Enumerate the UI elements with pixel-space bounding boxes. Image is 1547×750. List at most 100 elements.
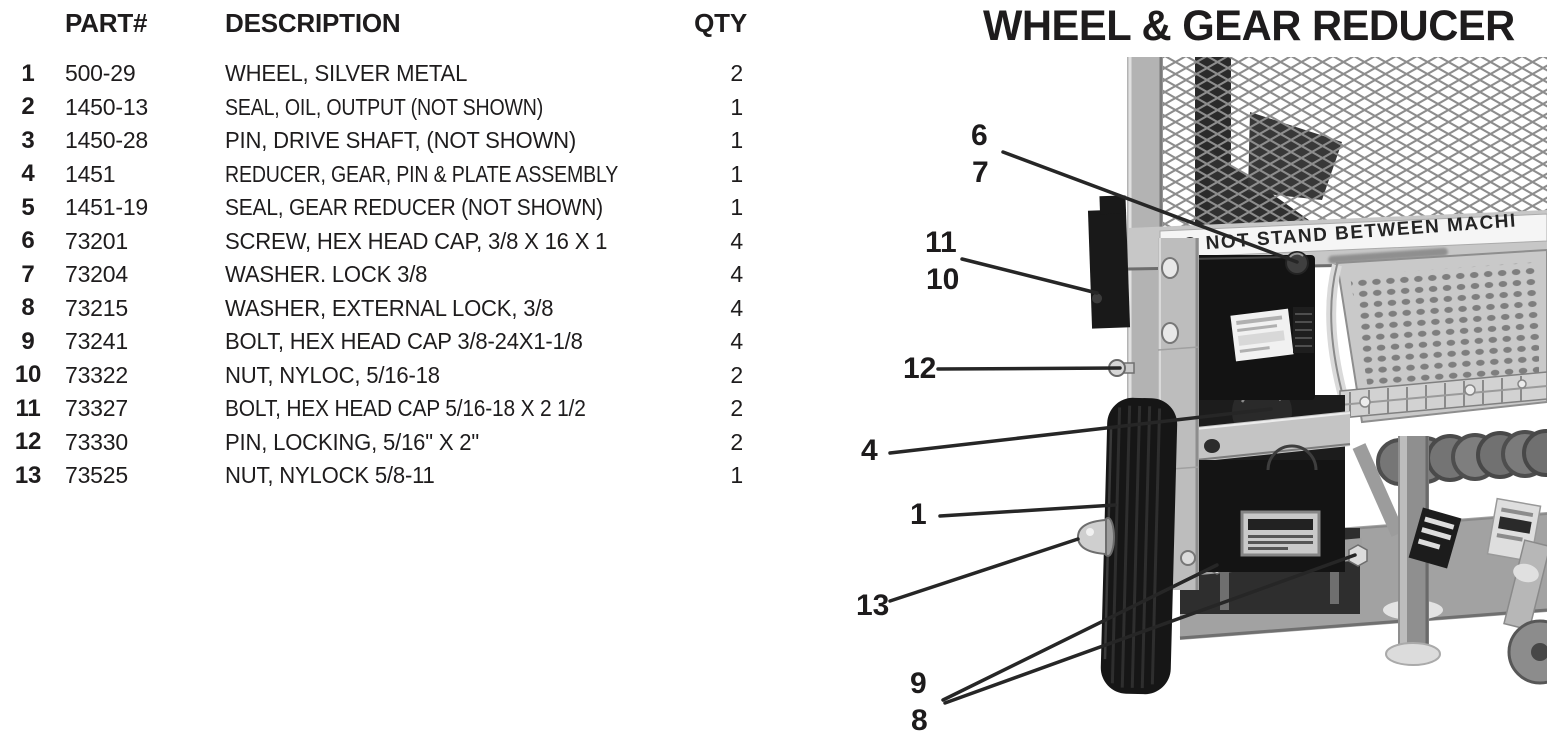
- callout-1: 1: [910, 498, 927, 531]
- table-row: 7 73204 WASHER. LOCK 3/8 4: [0, 258, 747, 292]
- part-number: 1450-13: [65, 93, 149, 120]
- part-number: 73330: [65, 428, 128, 455]
- motor-assembly: [1180, 251, 1351, 572]
- item-number: 1: [21, 59, 35, 87]
- table-row: 8 73215 WASHER, EXTERNAL LOCK, 3/8 4: [0, 292, 747, 326]
- cable-coil: [1376, 429, 1547, 486]
- header-part: PART#: [65, 8, 148, 38]
- part-qty: 2: [730, 361, 743, 388]
- table-row: 13 73525 NUT, NYLOCK 5/8-11 1: [0, 459, 747, 493]
- table-row: 4 1451 REDUCER, GEAR, PIN & PLATE ASSEMB…: [0, 158, 747, 192]
- part-description: SEAL, OIL, OUTPUT (NOT SHOWN): [225, 93, 544, 120]
- callout-10: 10: [926, 263, 960, 296]
- callout-8: 8: [911, 704, 928, 737]
- item-number: 4: [21, 160, 35, 188]
- part-description: WASHER, EXTERNAL LOCK, 3/8: [225, 294, 554, 321]
- part-qty: 4: [730, 328, 743, 355]
- table-row: 1 500-29 WHEEL, SILVER METAL 2: [0, 57, 747, 91]
- table-row: 10 73322 NUT, NYLOC, 5/16-18 2: [0, 359, 747, 393]
- part-qty: 4: [730, 227, 743, 254]
- part-number: 1451-19: [65, 194, 149, 221]
- leader-line-4: [888, 407, 1273, 455]
- table-row: 11 73327 BOLT, HEX HEAD CAP 5/16-18 X 2 …: [0, 392, 747, 426]
- part-number: 1451: [65, 160, 116, 187]
- part-number: 73204: [65, 261, 128, 288]
- leader-line-9-8b: [943, 553, 1357, 705]
- part-description: PIN, DRIVE SHAFT, (NOT SHOWN): [225, 127, 577, 154]
- machine-photo: DO NOT STAND BETWEEN MACHI: [888, 57, 1547, 705]
- part-description: BOLT, HEX HEAD CAP 3/8-24X1-1/8: [225, 328, 583, 355]
- callout-9: 9: [910, 667, 927, 700]
- table-row: 6 73201 SCREW, HEX HEAD CAP, 3/8 X 16 X …: [0, 225, 747, 259]
- part-number: 73215: [65, 294, 128, 321]
- part-description: WHEEL, SILVER METAL: [225, 60, 468, 87]
- motor-bracket: [1087, 195, 1131, 329]
- part-qty: 2: [730, 60, 743, 87]
- item-number: 8: [21, 294, 35, 322]
- part-qty: 4: [730, 261, 743, 288]
- part-description: BOLT, HEX HEAD CAP 5/16-18 X 2 1/2: [225, 395, 586, 422]
- part-number: 73241: [65, 328, 128, 355]
- wheel: [1076, 397, 1178, 695]
- leader-line-12: [936, 366, 1122, 371]
- hinge: [1339, 371, 1547, 419]
- hex-bolt: [1161, 322, 1179, 344]
- item-number: 7: [21, 260, 35, 288]
- leader-line-11-10: [960, 257, 1099, 295]
- item-number: 13: [14, 461, 42, 489]
- leader-lines: [888, 150, 1357, 705]
- leader-line-1: [938, 503, 1117, 518]
- part-description: PIN, LOCKING, 5/16" X 2": [225, 428, 480, 455]
- item-number: 3: [21, 126, 35, 154]
- callout-4: 4: [861, 434, 878, 467]
- hex-bolt: [1180, 550, 1196, 566]
- callout-6: 6: [971, 119, 988, 152]
- part-description: NUT, NYLOC, 5/16-18: [225, 361, 440, 388]
- part-number: 73201: [65, 227, 128, 254]
- leader-line-9-8a: [941, 563, 1219, 702]
- part-qty: 1: [730, 93, 743, 120]
- table-row: 9 73241 BOLT, HEX HEAD CAP 3/8-24X1-1/8 …: [0, 325, 747, 359]
- mesh-guard-panel: [1135, 57, 1547, 235]
- part-qty: 2: [730, 428, 743, 455]
- caster: [1503, 539, 1547, 685]
- part-number: 73327: [65, 395, 128, 422]
- item-number: 2: [21, 93, 35, 121]
- page-title: WHEEL & GEAR REDUCER: [983, 2, 1515, 50]
- part-qty: 1: [730, 160, 743, 187]
- base-label-dark: [1408, 507, 1462, 569]
- part-qty: 1: [730, 462, 743, 489]
- part-description: SEAL, GEAR REDUCER (NOT SHOWN): [225, 194, 603, 221]
- header-qty: QTY: [694, 8, 747, 38]
- table-row: 12 73330 PIN, LOCKING, 5/16" X 2" 2: [0, 426, 747, 460]
- part-description: NUT, NYLOCK 5/8-11: [225, 462, 435, 489]
- callout-12: 12: [903, 352, 937, 385]
- part-number: 73525: [65, 462, 128, 489]
- part-qty: 1: [730, 194, 743, 221]
- callout-11: 11: [925, 226, 957, 259]
- part-qty: 1: [730, 127, 743, 154]
- part-qty: 4: [730, 294, 743, 321]
- leader-line-13: [888, 537, 1080, 603]
- item-number: 5: [21, 193, 35, 221]
- motor-label: [1230, 308, 1294, 362]
- item-number: 9: [21, 327, 35, 355]
- part-description: SCREW, HEX HEAD CAP, 3/8 X 16 X 1: [225, 227, 608, 254]
- callout-13: 13: [856, 589, 890, 622]
- item-number: 12: [14, 428, 42, 456]
- callout-7: 7: [972, 156, 989, 189]
- table-row: 2 1450-13 SEAL, OIL, OUTPUT (NOT SHOWN) …: [0, 91, 747, 125]
- axle-bar: [1186, 411, 1350, 463]
- item-number: 10: [14, 361, 42, 389]
- table-header: PART# DESCRIPTION QTY: [0, 6, 747, 57]
- item-number: 6: [21, 227, 35, 255]
- part-number: 73322: [65, 361, 128, 388]
- header-description: DESCRIPTION: [225, 8, 401, 38]
- hex-bolt: [1161, 257, 1179, 279]
- support-strap: [1352, 443, 1405, 537]
- table-row: 5 1451-19 SEAL, GEAR REDUCER (NOT SHOWN)…: [0, 191, 747, 225]
- leader-line-6-7: [1001, 150, 1299, 264]
- part-description: REDUCER, GEAR, PIN & PLATE ASSEMBLY: [225, 160, 619, 187]
- table-row: 3 1450-28 PIN, DRIVE SHAFT, (NOT SHOWN) …: [0, 124, 747, 158]
